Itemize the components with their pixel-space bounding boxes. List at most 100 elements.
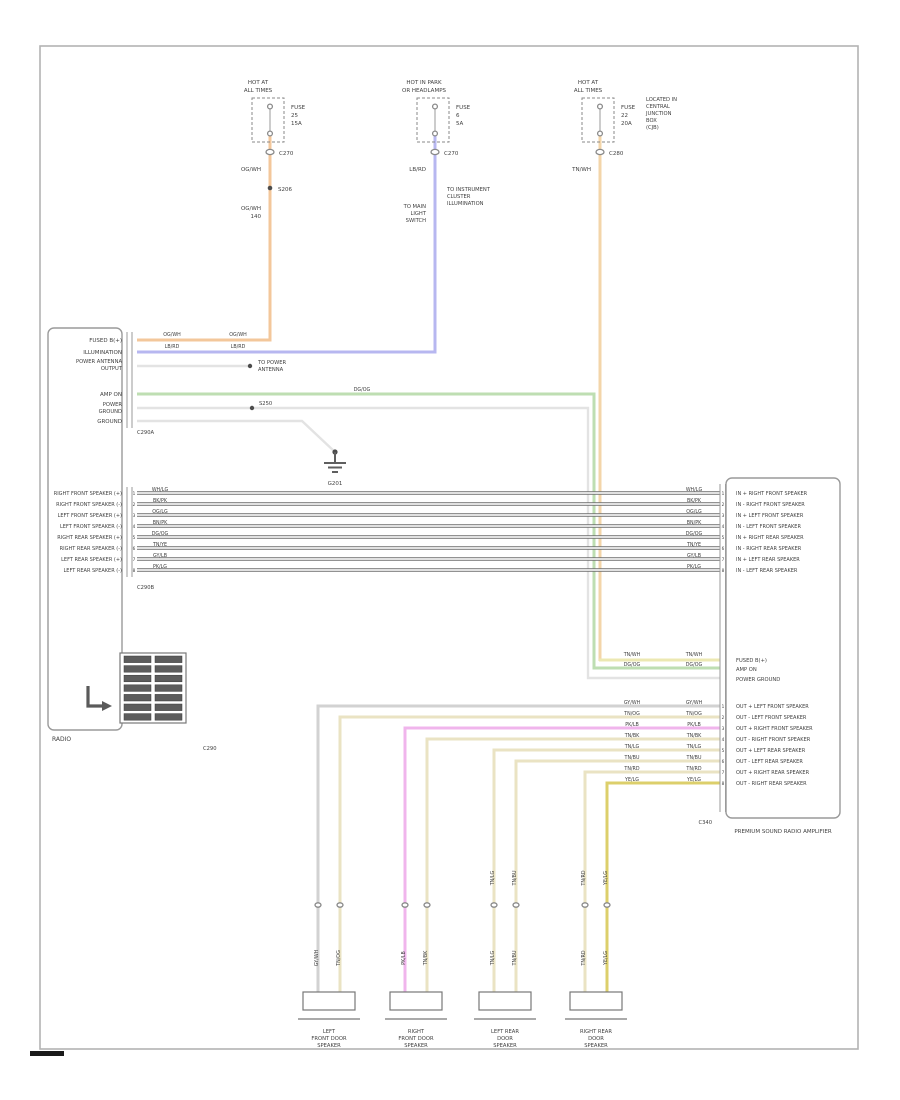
- fuse-3-connector-symbol: [595, 148, 605, 156]
- fuse2-note-right-3: ILLUMINATION: [447, 201, 484, 207]
- out-code-r-2: TN/OG: [685, 711, 702, 717]
- fuse3-name: FUSE: [621, 105, 636, 111]
- radio-pin-lr-plus: LEFT REAR SPEAKER (+): [61, 557, 122, 563]
- amp-pin-out-lr-minus: OUT - LEFT REAR SPEAKER: [736, 759, 803, 765]
- fuse2-wire-code: LB/RD: [409, 167, 426, 173]
- band-pin-l-8: 8: [133, 568, 136, 573]
- fuse3-note-1: LOCATED IN: [646, 97, 677, 103]
- radio-box: [47, 327, 123, 731]
- radio-pin-b-plus: FUSED B(+): [89, 338, 122, 344]
- spk3-code-left-upper: TN/LG: [490, 870, 496, 886]
- fuse2-note-left-3: SWITCH: [406, 218, 426, 224]
- fuse2-note-left-2: LIGHT: [410, 211, 426, 217]
- amp-pin-in-lr-minus: IN - LEFT REAR SPEAKER: [736, 568, 798, 574]
- band-code-r-3: OG/LG: [686, 509, 702, 515]
- out-rr-plus-wire: [583, 770, 720, 992]
- fuse1-connector: C270: [279, 151, 294, 157]
- band-pin-r-2: 2: [722, 502, 725, 507]
- out-pin-8: 8: [722, 781, 725, 786]
- out-code-r-1: GY/WH: [686, 700, 703, 706]
- radio-b-plus-code-2: OG/WH: [229, 332, 247, 338]
- spk4-code-right: YE/LG: [603, 951, 609, 966]
- amp-pin-out-rr-plus: OUT + RIGHT REAR SPEAKER: [736, 770, 810, 776]
- spk4-code-left-upper: TN/RD: [581, 870, 587, 886]
- page-border: [39, 45, 859, 1050]
- fuse-3: [581, 97, 615, 156]
- band-pin-l-7: 7: [133, 557, 136, 562]
- spk1-name-3: SPEAKER: [317, 1043, 341, 1049]
- antenna-note-1: TO POWER: [257, 360, 287, 366]
- spk2-name-2: FRONT DOOR: [398, 1036, 434, 1042]
- out-lr-minus-wire: [514, 759, 720, 992]
- amp-pin-in-rr-minus: IN - RIGHT REAR SPEAKER: [736, 546, 802, 552]
- out-pin-3: 3: [722, 726, 725, 731]
- amp-pin-power-ground: POWER GROUND: [736, 677, 780, 683]
- amp-on-code-1: DG/OG: [624, 662, 641, 668]
- spk2-name-1: RIGHT: [408, 1029, 425, 1035]
- amp-pin-out-rf-plus: OUT + RIGHT FRONT SPEAKER: [736, 726, 813, 732]
- fuse3-connector: C280: [609, 151, 624, 157]
- out-pin-6: 6: [722, 759, 725, 764]
- fuse-2: [416, 97, 450, 156]
- fuse3-hot-line1: HOT AT: [578, 80, 599, 86]
- fuse3-note-4: BOX: [646, 118, 657, 124]
- fuse3-note-3: JUNCTION: [645, 111, 672, 117]
- amp-pin-in-rf-minus: IN - RIGHT FRONT SPEAKER: [736, 502, 805, 508]
- fuse3-note-5: (CJB): [646, 125, 659, 131]
- radio-ground-wire: [137, 419, 336, 453]
- band-pin-r-1: 1: [722, 491, 725, 496]
- radio-b-plus-code-1: OG/WH: [163, 332, 181, 338]
- spk2-code-left: PK/LB: [401, 951, 407, 965]
- band-code-l-3: OG/LG: [152, 509, 168, 515]
- band-code-r-4: BN/PK: [687, 520, 702, 526]
- amp-pin-amp-on: AMP ON: [736, 667, 757, 673]
- radio-pin-rf-plus: RIGHT FRONT SPEAKER (+): [54, 491, 122, 497]
- ground-id: G201: [328, 481, 343, 487]
- radio-pin-lf-minus: LEFT FRONT SPEAKER (-): [60, 524, 122, 530]
- out-code-r-6: TN/BU: [686, 755, 702, 761]
- amp-pin-in-rf-plus: IN + RIGHT FRONT SPEAKER: [736, 491, 808, 497]
- band-pin-r-5: 5: [722, 535, 725, 540]
- fuse2-hot-line1: HOT IN PARK: [406, 80, 442, 86]
- radio-pin-lf-plus: LEFT FRONT SPEAKER (+): [58, 513, 122, 519]
- fused-b-plus-wire: [137, 136, 272, 342]
- fuse2-connector: C270: [444, 151, 459, 157]
- page-corner-mark: [30, 1051, 64, 1056]
- amp-pin-out-lr-plus: OUT + LEFT REAR SPEAKER: [736, 748, 806, 754]
- fuse1-number: 25: [291, 113, 298, 119]
- band-code-l-7: GY/LB: [153, 553, 167, 559]
- amp-on-code-left: DG/OG: [354, 387, 371, 393]
- band-code-r-5: DG/OG: [686, 531, 703, 537]
- out-code-l-4: TN/BK: [624, 733, 640, 739]
- radio-illum-code-2: LB/RD: [231, 344, 246, 350]
- out-code-r-8: YE/LG: [686, 777, 701, 783]
- fuse2-number: 6: [456, 113, 460, 119]
- out-code-l-8: YE/LG: [624, 777, 639, 783]
- out-rf-plus-wire: [403, 726, 720, 992]
- spk2-name-3: SPEAKER: [404, 1043, 428, 1049]
- band-code-r-7: GY/LB: [687, 553, 701, 559]
- radio-pin-power-ground-2: GROUND: [99, 409, 122, 415]
- out-code-r-7: TN/RD: [685, 766, 701, 772]
- fuse3-number: 22: [621, 113, 628, 119]
- amplifier-connector-pins: [719, 484, 726, 812]
- amp-pin-in-lf-minus: IN - LEFT FRONT SPEAKER: [736, 524, 801, 530]
- amp-pin-out-rr-minus: OUT - RIGHT REAR SPEAKER: [736, 781, 807, 787]
- fuse2-note-right-1: TO INSTRUMENT: [446, 187, 491, 193]
- band-code-r-8: PK/LG: [687, 564, 701, 570]
- radio-pin-power-ground-1: POWER: [103, 402, 123, 408]
- speaker-right-rear: [565, 991, 627, 1020]
- spk1-name-1: LEFT: [323, 1029, 336, 1035]
- amp-pin-out-lf-plus: OUT + LEFT FRONT SPEAKER: [736, 704, 809, 710]
- antenna-stub-dot: [247, 363, 253, 369]
- amp-pin-out-rf-minus: OUT - RIGHT FRONT SPEAKER: [736, 737, 811, 743]
- spk4-name-1: RIGHT REAR: [580, 1029, 612, 1035]
- amp-name: PREMIUM SOUND RADIO AMPLIFIER: [734, 829, 832, 835]
- out-code-r-5: TN/LG: [686, 744, 702, 750]
- spk3-code-right-upper: TN/BU: [512, 870, 518, 886]
- band-pin-r-8: 8: [722, 568, 725, 573]
- antenna-note-2: ANTENNA: [258, 367, 284, 373]
- fuse2-hot-line2: OR HEADLAMPS: [402, 88, 447, 94]
- band-pin-l-2: 2: [133, 502, 136, 507]
